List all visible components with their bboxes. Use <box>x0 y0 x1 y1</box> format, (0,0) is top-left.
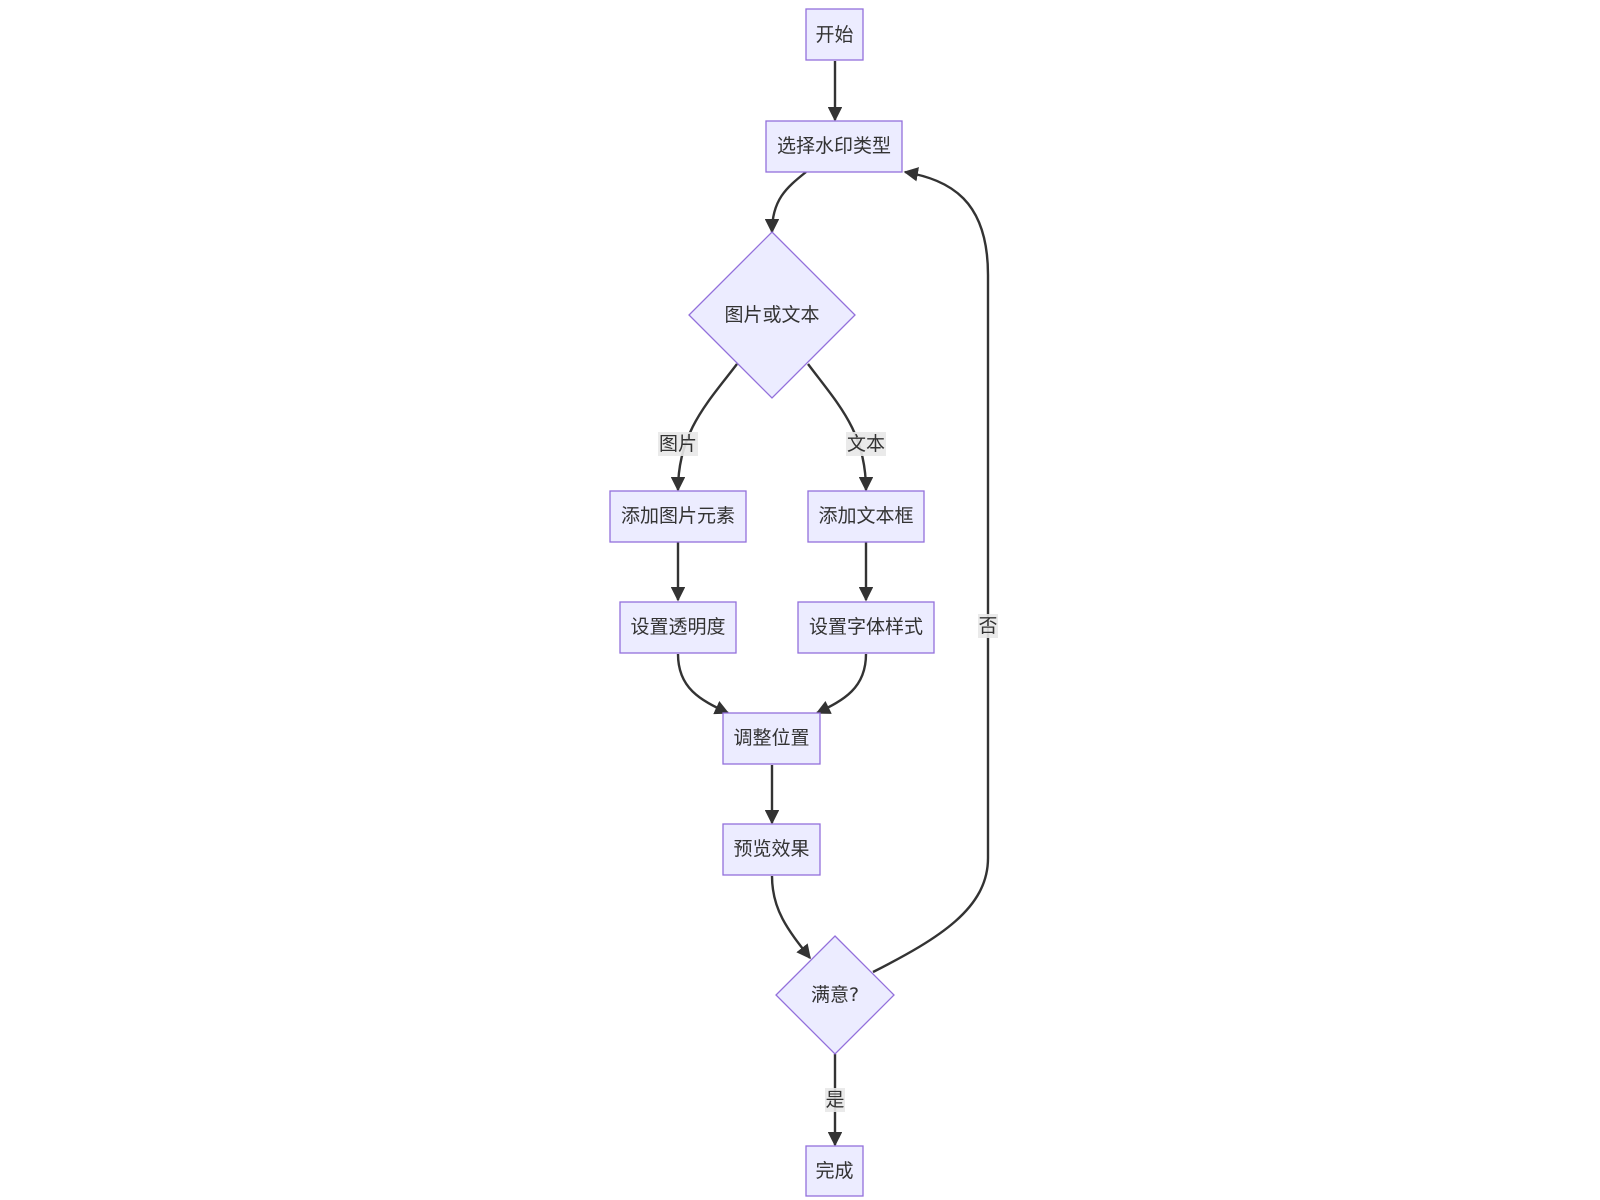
node-preview: 预览效果 <box>722 823 821 876</box>
edge-label-text-text: 文本 <box>847 433 885 455</box>
node-adjust-position: 调整位置 <box>722 712 821 765</box>
node-done: 完成 <box>805 1145 864 1197</box>
edge-decision-to-add-textbox <box>807 363 874 492</box>
edge-select-to-decision <box>764 171 807 234</box>
node-done-label: 完成 <box>815 1160 853 1182</box>
edge-opacity-to-position <box>676 653 730 715</box>
edge-satisfied-no-loop <box>872 167 990 974</box>
edge-label-no-text: 否 <box>978 615 997 637</box>
node-start: 开始 <box>805 8 864 61</box>
edge-preview-to-satisfied <box>770 875 811 960</box>
node-set-font-style: 设置字体样式 <box>797 601 935 654</box>
node-decision-satisfied-label: 满意? <box>811 984 859 1006</box>
node-set-opacity-label: 设置透明度 <box>630 616 725 638</box>
edge-label-image: 图片 <box>658 432 698 456</box>
node-decision-type: 图片或文本 <box>688 231 856 399</box>
node-start-label: 开始 <box>815 24 853 46</box>
edge-label-yes-text: 是 <box>825 1089 844 1111</box>
node-decision-type-label: 图片或文本 <box>724 304 819 326</box>
node-set-font-style-label: 设置字体样式 <box>809 616 923 638</box>
node-adjust-position-label: 调整位置 <box>733 727 809 749</box>
edge-decision-to-add-image <box>670 363 738 492</box>
edge-label-text: 文本 <box>846 432 886 456</box>
node-set-opacity: 设置透明度 <box>619 601 737 654</box>
edge-label-yes: 是 <box>825 1088 845 1112</box>
node-select-type: 选择水印类型 <box>765 120 903 173</box>
node-add-textbox: 添加文本框 <box>807 490 925 543</box>
node-decision-satisfied: 满意? <box>775 935 895 1055</box>
node-preview-label: 预览效果 <box>733 838 809 860</box>
edges <box>670 61 990 1147</box>
node-select-type-label: 选择水印类型 <box>777 135 891 157</box>
node-add-textbox-label: 添加文本框 <box>818 505 913 527</box>
node-add-image: 添加图片元素 <box>609 490 747 543</box>
edge-font-to-position <box>815 653 868 715</box>
edge-label-no: 否 <box>978 614 998 638</box>
edge-label-image-text: 图片 <box>659 433 697 455</box>
node-add-image-label: 添加图片元素 <box>621 505 735 527</box>
